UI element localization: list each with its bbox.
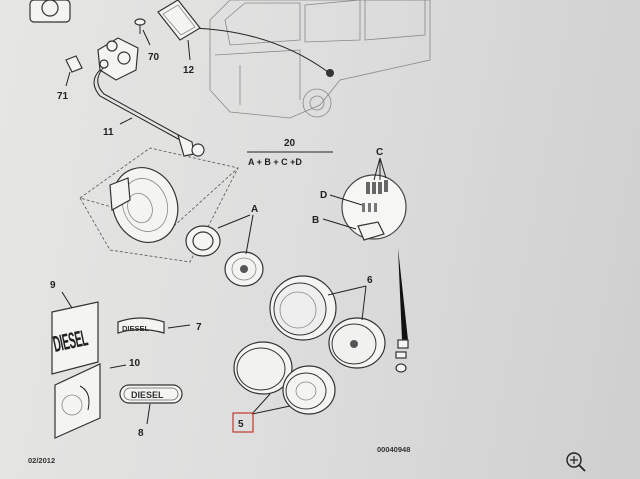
filler-housing-assembly bbox=[79, 147, 239, 263]
badge-diesel-oval: DIESEL bbox=[131, 390, 164, 400]
footer-ref: 00040948 bbox=[377, 445, 410, 454]
callout-9: 9 bbox=[50, 280, 56, 291]
callout-12: 12 bbox=[183, 65, 195, 76]
callout-5: 5 bbox=[238, 419, 244, 430]
callout-70: 70 bbox=[148, 52, 160, 63]
part-70-screw bbox=[134, 18, 151, 46]
van-pointer-line bbox=[189, 27, 329, 73]
part-9-diesel-plate: DIESEL bbox=[51, 291, 99, 375]
fuel-flap-marker bbox=[326, 69, 334, 77]
part-10-fuel-label bbox=[54, 363, 127, 439]
detail-pointer bbox=[398, 248, 408, 340]
callout-6: 6 bbox=[367, 275, 373, 286]
callout-A: A bbox=[251, 204, 258, 215]
callout-D: D bbox=[320, 190, 327, 201]
callout-B: B bbox=[312, 215, 319, 226]
callout-10: 10 bbox=[129, 358, 141, 369]
footer-date: 02/2012 bbox=[28, 456, 55, 465]
callout-7: 7 bbox=[196, 322, 202, 333]
zoom-in-icon[interactable] bbox=[566, 452, 586, 472]
part-A-rings bbox=[185, 214, 264, 287]
top-left-part-fragment bbox=[29, 0, 71, 23]
callout-C: C bbox=[376, 147, 383, 158]
part-7-diesel-badge: DIESEL bbox=[117, 317, 191, 334]
callout-71: 71 bbox=[57, 91, 69, 102]
van-illustration bbox=[189, 0, 431, 119]
part-8-diesel-oval: DIESEL bbox=[119, 384, 183, 425]
formula-text: A + B + C +D bbox=[248, 157, 302, 167]
callout-8: 8 bbox=[138, 428, 144, 439]
part-5-frame-and-lid bbox=[232, 341, 336, 433]
part-6-cup-and-flap bbox=[269, 275, 386, 369]
callout-20: 20 bbox=[284, 138, 296, 149]
callout-11: 11 bbox=[103, 127, 114, 138]
part-11-release-cable bbox=[93, 37, 205, 157]
detail-circle-BCD bbox=[322, 157, 409, 373]
part-71-plug bbox=[65, 55, 83, 87]
part-12-plate bbox=[157, 0, 201, 61]
part-5-highlight-box bbox=[232, 412, 254, 433]
badge-diesel-curved: DIESEL bbox=[122, 324, 150, 333]
